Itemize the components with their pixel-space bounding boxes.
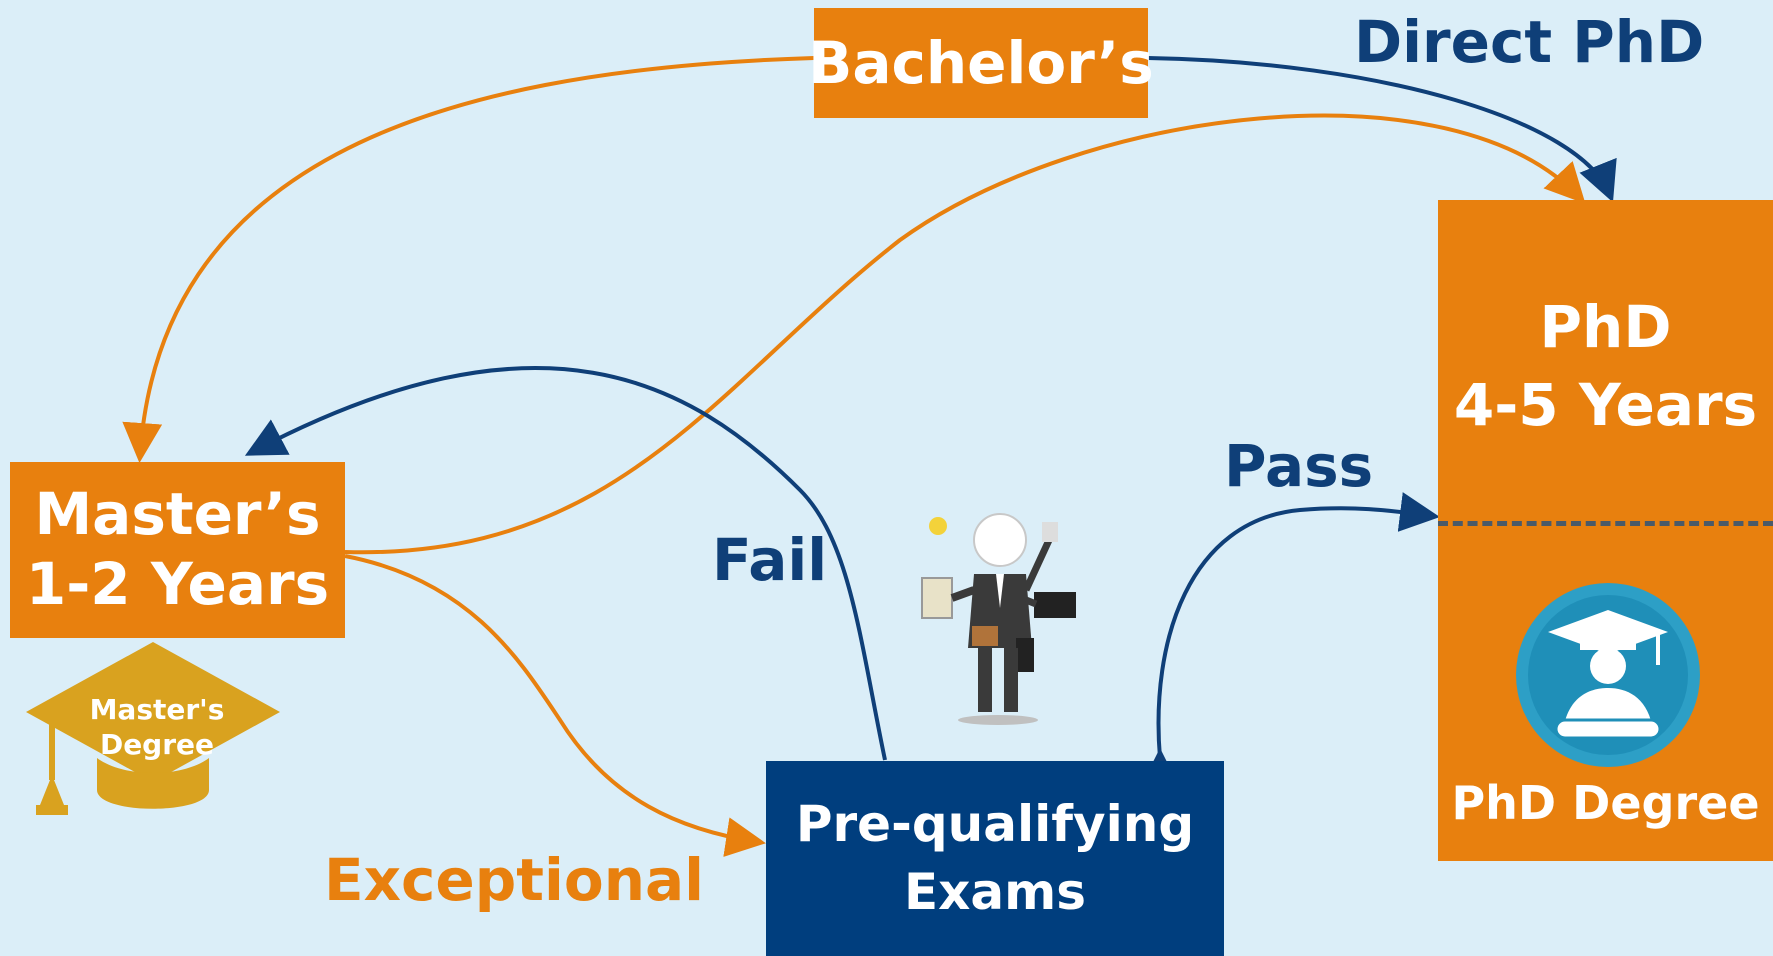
edge-label-fail: Fail	[712, 526, 828, 594]
node-bachelors-label: Bachelor’s	[808, 29, 1154, 97]
node-prequal-label-2: Exams	[903, 862, 1086, 921]
graduate-avatar-icon	[1516, 583, 1700, 767]
node-bachelors: Bachelor’s	[808, 8, 1154, 118]
edge-label-direct-phd: Direct PhD	[1354, 8, 1705, 76]
node-prequalifying-exams: Pre-qualifying Exams	[766, 761, 1224, 956]
node-phd-title: PhD 4-5 Years	[1438, 288, 1773, 445]
node-masters-duration: 1-2 Years	[25, 550, 330, 618]
node-prequal-label-1: Pre-qualifying	[795, 795, 1195, 853]
masters-badge-text: Master's Degree	[82, 692, 232, 762]
edge-bachelors-to-phd-direct	[1147, 56, 1617, 203]
edge-label-pass: Pass	[1224, 432, 1374, 500]
edge-masters-to-prequal-exceptional	[344, 554, 766, 857]
node-phd: PhD 4-5 Years PhD Degree	[1438, 200, 1773, 861]
edge-pass-back-arrowhead	[1152, 748, 1168, 764]
node-phd-duration: 4-5 Years	[1453, 371, 1758, 440]
phd-dashed-divider	[1438, 521, 1773, 526]
edge-prequal-to-phd-pass	[1156, 492, 1440, 759]
node-phd-label: PhD	[1539, 293, 1672, 361]
multitasking-person-icon	[921, 513, 1076, 725]
phd-degree-label: PhD Degree	[1451, 776, 1760, 830]
edge-bachelors-to-masters	[122, 56, 815, 463]
node-masters-label: Master’s	[34, 480, 321, 549]
edge-masters-to-phd	[344, 113, 1586, 555]
node-masters: Master’s 1-2 Years	[10, 462, 345, 638]
masters-badge-line2: Degree	[99, 728, 215, 761]
graduation-cap-badge-icon	[26, 642, 280, 815]
edge-label-exceptional: Exceptional	[324, 846, 705, 914]
masters-degree-badge: Master's Degree	[22, 640, 284, 830]
masters-badge-line1: Master's	[89, 693, 225, 726]
edge-prequal-to-masters-fail	[244, 366, 887, 761]
